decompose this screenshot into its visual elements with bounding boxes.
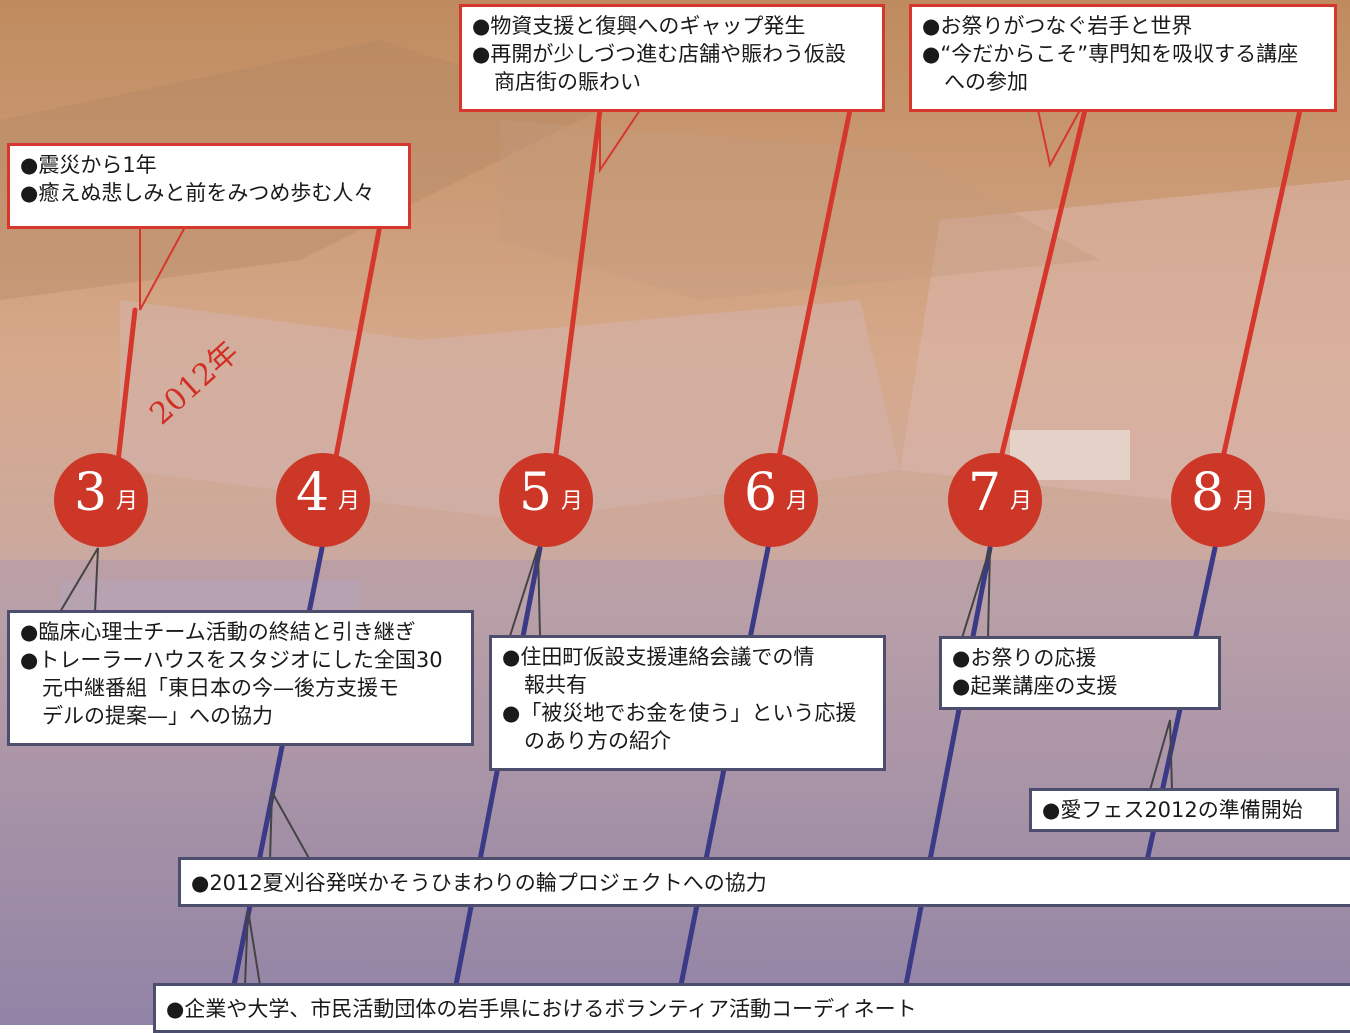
month-unit: 月 bbox=[116, 489, 139, 514]
month-number: 6 bbox=[744, 463, 778, 523]
month-circle-march: 3 月 bbox=[54, 453, 148, 547]
july-top-callout bbox=[1037, 109, 1081, 168]
project-callout bbox=[269, 788, 311, 861]
july-bottom-callout bbox=[961, 547, 991, 639]
box-line: ●臨床心理士チーム活動の終結と引き継ぎ bbox=[20, 620, 416, 644]
month-circle-july: 7 月 bbox=[948, 453, 1042, 547]
box-line: ●住田町仮設支援連絡会議での情 bbox=[502, 645, 815, 669]
month-number: 3 bbox=[74, 463, 108, 523]
box-line: ●「被災地でお金を使う」という応援 bbox=[502, 701, 857, 725]
may-bottom-box: ●住田町仮設支援連絡会議での情 報共有 ●「被災地でお金を使う」という応援 のあ… bbox=[489, 635, 886, 771]
august-bottom-box: ●愛フェス2012の準備開始 bbox=[1029, 788, 1339, 832]
box-line: ●起業講座の支援 bbox=[952, 674, 1118, 698]
august-upper-stem bbox=[1219, 107, 1303, 465]
august-bottom-callout bbox=[1149, 719, 1173, 791]
box-line: ●トレーラーハウスをスタジオにした全国30 bbox=[20, 648, 443, 672]
march-top-box: ●震災から1年 ●癒えぬ悲しみと前をみつめ歩む人々 bbox=[7, 143, 411, 229]
march-upper-stem bbox=[115, 307, 138, 465]
box-line: のあり方の紹介 bbox=[524, 729, 671, 753]
box-line: ●お祭りの応援 bbox=[952, 646, 1097, 670]
month-circle-may: 5 月 bbox=[499, 453, 593, 547]
box-line: 元中継番組「東日本の今—後方支援モ bbox=[42, 676, 399, 700]
july-top-box: ●お祭りがつなぐ岩手と世界 ●“今だからこそ”専門知を吸収する講座 への参加 bbox=[909, 4, 1337, 112]
volunteer-box: ●企業や大学、市民活動団体の岩手県におけるボランティア活動コーディネート bbox=[153, 983, 1350, 1033]
box-line: ●企業や大学、市民活動団体の岩手県におけるボランティア活動コーディネート bbox=[166, 997, 917, 1021]
month-circle-april: 4 月 bbox=[276, 453, 370, 547]
month-number: 7 bbox=[968, 463, 1002, 523]
month-unit: 月 bbox=[561, 489, 584, 514]
month-circle-august: 8 月 bbox=[1171, 453, 1265, 547]
volunteer-callout bbox=[244, 909, 261, 986]
may-bottom-callout bbox=[509, 547, 541, 637]
month-circle-june: 6 月 bbox=[724, 453, 818, 547]
box-line: ●愛フェス2012の準備開始 bbox=[1042, 798, 1303, 822]
month-number: 4 bbox=[296, 463, 330, 523]
project-box: ●2012夏刈谷発咲かそうひまわりの輪プロジェクトへの協力 bbox=[178, 857, 1350, 907]
april-upper-stem bbox=[332, 222, 383, 465]
month-unit: 月 bbox=[786, 489, 809, 514]
box-line: 報共有 bbox=[524, 673, 587, 697]
box-line: ●お祭りがつなぐ岩手と世界 bbox=[922, 14, 1193, 38]
box-line: 商店街の賑わい bbox=[494, 70, 641, 94]
june-upper-stem bbox=[775, 107, 853, 465]
box-line: ●再開が少しづつ進む店舗や賑わう仮設 bbox=[472, 42, 847, 66]
march-bottom-callout bbox=[59, 547, 99, 613]
month-unit: 月 bbox=[1233, 489, 1256, 514]
box-line: ●“今だからこそ”専門知を吸収する講座 bbox=[922, 42, 1299, 66]
month-unit: 月 bbox=[1010, 489, 1033, 514]
box-line: ●2012夏刈谷発咲かそうひまわりの輪プロジェクトへの協力 bbox=[191, 871, 767, 895]
may-top-callout bbox=[599, 109, 641, 174]
month-number: 8 bbox=[1191, 463, 1225, 523]
box-line: デルの提案—」への協力 bbox=[42, 704, 273, 728]
may-upper-stem bbox=[552, 107, 603, 465]
box-line: ●物資支援と復興へのギャップ発生 bbox=[472, 14, 806, 38]
july-lower-stem bbox=[902, 545, 993, 993]
box-line: ●震災から1年 bbox=[20, 153, 157, 177]
box-line: ●癒えぬ悲しみと前をみつめ歩む人々 bbox=[20, 181, 375, 205]
july-bottom-box: ●お祭りの応援 ●起業講座の支援 bbox=[939, 636, 1221, 710]
march-top-callout bbox=[139, 226, 186, 311]
july-upper-stem bbox=[997, 107, 1088, 465]
box-line: への参加 bbox=[944, 70, 1028, 94]
month-number: 5 bbox=[519, 463, 553, 523]
march-bottom-box: ●臨床心理士チーム活動の終結と引き継ぎ ●トレーラーハウスをスタジオにした全国3… bbox=[7, 610, 474, 746]
may-top-box: ●物資支援と復興へのギャップ発生 ●再開が少しづつ進む店舗や賑わう仮設 商店街の… bbox=[459, 4, 885, 112]
month-unit: 月 bbox=[338, 489, 361, 514]
